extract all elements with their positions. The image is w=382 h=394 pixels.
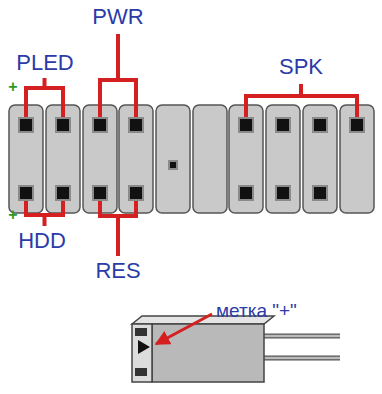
pin <box>313 186 327 200</box>
pin <box>93 118 107 132</box>
pin-block <box>9 105 43 213</box>
signal-name: SPK <box>279 54 323 79</box>
pin <box>129 118 143 132</box>
pin <box>56 186 70 200</box>
pin-block <box>83 105 117 213</box>
pin <box>350 118 364 132</box>
pin-block <box>156 105 190 213</box>
pin-block <box>340 105 374 213</box>
polarity-mark: + <box>8 78 17 96</box>
pin <box>129 186 143 200</box>
pin <box>276 186 290 200</box>
pins <box>19 118 364 200</box>
plus-marker <box>138 340 150 354</box>
pin <box>56 118 70 132</box>
signal-name: PWR <box>92 4 143 29</box>
pin-block <box>193 105 227 213</box>
pin-block <box>266 105 300 213</box>
pin <box>169 161 177 169</box>
pin <box>276 118 290 132</box>
pled-bracket <box>26 88 63 117</box>
pin-header <box>9 105 374 213</box>
pin-block <box>119 105 153 213</box>
pin-block <box>229 105 263 213</box>
wire <box>262 335 340 338</box>
plug-hole <box>135 368 147 376</box>
pin-block <box>46 105 80 213</box>
hdd-bracket <box>26 201 63 215</box>
callout-note: метка "+" <box>216 300 297 322</box>
plug-hole <box>135 328 147 336</box>
spk-bracket <box>246 96 357 117</box>
hdd-stem <box>43 215 47 226</box>
pin <box>239 118 253 132</box>
pin <box>313 118 327 132</box>
pin <box>19 118 33 132</box>
brackets <box>26 34 357 256</box>
pin-block <box>303 105 337 213</box>
res-bracket <box>100 201 136 216</box>
plug-face <box>132 324 152 382</box>
pwr-stem <box>116 34 120 80</box>
signal-name: PLED <box>16 50 73 75</box>
pin <box>93 186 107 200</box>
wire <box>262 356 340 361</box>
leader-arrow <box>156 314 212 344</box>
polarity-mark: + <box>8 206 17 224</box>
wire <box>262 334 340 339</box>
pin <box>239 186 253 200</box>
plug-body <box>152 324 264 382</box>
signal-name: HDD <box>18 228 66 253</box>
connector-plug <box>132 316 340 382</box>
spk-stem <box>299 84 303 96</box>
pwr-bracket <box>100 80 136 117</box>
pin <box>19 186 33 200</box>
res-stem <box>116 216 120 256</box>
signal-name: RES <box>95 258 140 283</box>
pled-stem <box>43 78 47 88</box>
wire <box>262 357 340 360</box>
